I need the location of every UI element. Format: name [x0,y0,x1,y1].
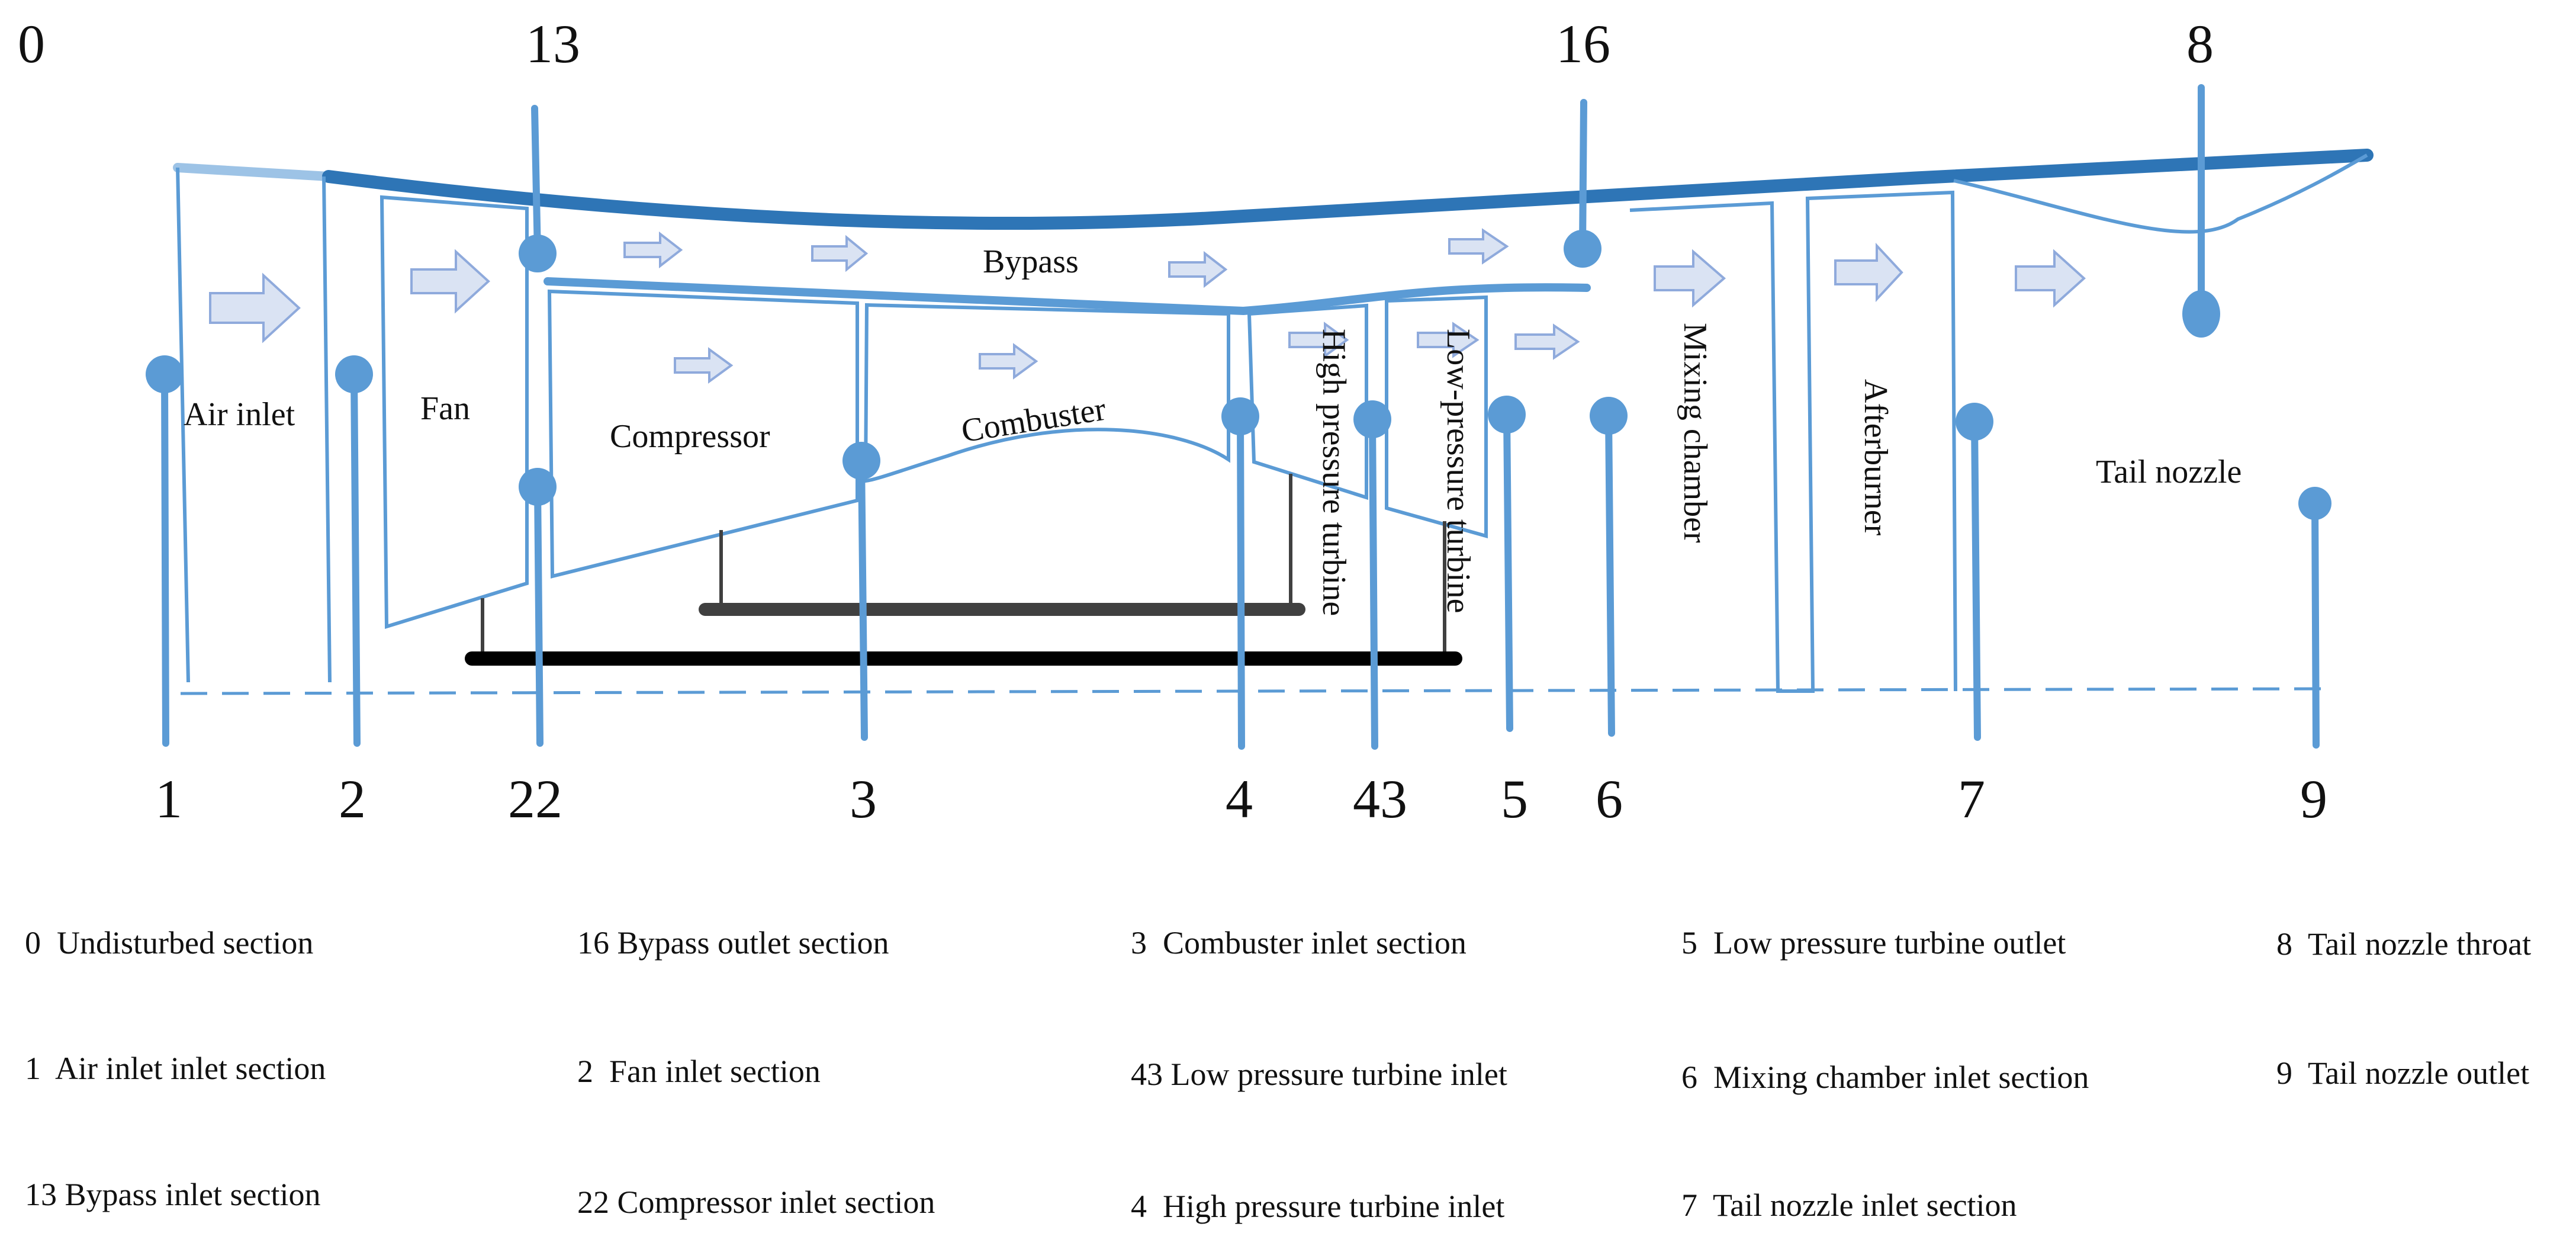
station-number-8: 8 [2186,14,2214,74]
tail-nozzle-curve [1953,153,2368,234]
station-marker-4-dot [1221,397,1259,435]
station-marker-9-line [2311,500,2320,749]
station-marker-3-line [858,457,868,741]
station-marker-1-line [161,371,169,747]
label-tail-nozzle: Tail nozzle [2096,454,2241,490]
legend-item: 0 Undisturbed section [25,925,313,961]
station-number-3: 3 [850,769,877,829]
flow-arrow [1834,242,1903,303]
station-marker-22-line [534,483,543,747]
flow-arrow [1417,322,1480,358]
flow-arrow [811,235,869,272]
station-marker-16-line [1579,99,1587,251]
station-number-22: 22 [508,769,562,829]
label-fan: Fan [420,390,470,427]
inlet-casing-line [173,163,333,181]
outer-casing-line [322,149,2374,230]
legend-item: 22 Compressor inlet section [577,1184,935,1220]
label-compressor: Compressor [610,418,770,455]
label-air-inlet: Air inlet [184,396,295,433]
station-marker-1-dot [146,355,184,393]
lp-turbine-shape [1385,295,1488,538]
station-marker-43-line [1369,416,1378,750]
flow-arrow [1288,322,1349,358]
fan-shape [380,195,529,630]
flow-arrow [1448,228,1509,265]
legend: 0 Undisturbed section 1 Air inlet inlet … [25,925,2531,1224]
station-marker-8-dot [2182,290,2220,338]
station-marker-2-line [350,371,361,747]
station-number-16: 16 [1556,14,1610,74]
label-lp-turbine: Low-pressure turbine [1440,329,1477,614]
station-marker-7-dot [1956,403,1993,441]
station-number-6: 6 [1596,769,1623,829]
flow-arrow [2015,249,2086,308]
station-number-2: 2 [339,769,366,829]
flow-arrow [209,272,301,343]
station-marker-13-line [531,105,541,257]
station-marker-16-dot [1564,230,1601,268]
flow-arrows [209,228,2086,384]
legend-item: 3 Combuster inlet section [1131,925,1467,961]
station-marker-2-dot [335,355,373,393]
flow-arrow [674,347,734,384]
flow-arrow [1168,251,1228,288]
station-number-9: 9 [2300,769,2327,829]
label-afterburner: Afterburner [1857,379,1894,536]
station-markers [146,84,2331,750]
legend-item: 2 Fan inlet section [577,1054,821,1089]
station-marker-9-dot [2298,487,2331,520]
station-number-43: 43 [1353,769,1407,829]
station-number-4: 4 [1226,769,1253,829]
legend-item: 8 Tail nozzle throat [2276,926,2531,962]
station-number-13: 13 [526,14,580,74]
low-pressure-shaft [465,651,1462,666]
station-marker-4-line [1237,413,1245,750]
flow-arrow [410,249,490,314]
legend-item: 5 Low pressure turbine outlet [1681,925,2066,961]
bypass-splitter-line [543,277,1591,316]
station-number-0: 0 [18,14,45,74]
combuster-shape [863,303,1230,483]
label-combuster: Combuster [959,391,1109,450]
legend-item: 7 Tail nozzle inlet section [1681,1187,2017,1223]
station-marker-6-line [1605,412,1615,737]
station-number-1: 1 [155,769,182,829]
station-marker-22-dot [519,468,557,506]
high-pressure-shaft [699,603,1305,616]
label-hp-turbine: High pressure turbine [1316,329,1352,616]
flow-arrow [1514,323,1580,360]
centerline [180,687,2333,695]
legend-item: 6 Mixing chamber inlet section [1681,1059,2089,1095]
station-number-7: 7 [1958,769,1985,829]
station-marker-6-dot [1590,397,1628,435]
station-marker-3-dot [842,442,880,480]
air-inlet-rear-wall [322,176,332,683]
station-marker-5-dot [1488,396,1526,434]
flow-arrow [1654,249,1726,308]
label-bypass: Bypass [983,243,1079,280]
station-marker-13-dot [519,235,557,272]
legend-item: 4 High pressure turbine inlet [1131,1189,1504,1224]
legend-item: 43 Low pressure turbine inlet [1131,1057,1507,1092]
air-inlet-shape [176,167,190,683]
flow-arrow [979,343,1038,380]
legend-item: 16 Bypass outlet section [577,925,889,961]
legend-item: 9 Tail nozzle outlet [2276,1055,2529,1091]
flow-arrow [623,231,683,269]
legend-item: 13 Bypass inlet section [25,1177,320,1212]
legend-item: 1 Air inlet inlet section [25,1051,326,1086]
station-number-5: 5 [1501,769,1528,829]
label-mixing-chamber: Mixing chamber [1677,323,1713,543]
station-marker-5-line [1503,411,1513,732]
station-marker-43-dot [1353,400,1391,438]
station-marker-7-line [1971,418,1981,741]
